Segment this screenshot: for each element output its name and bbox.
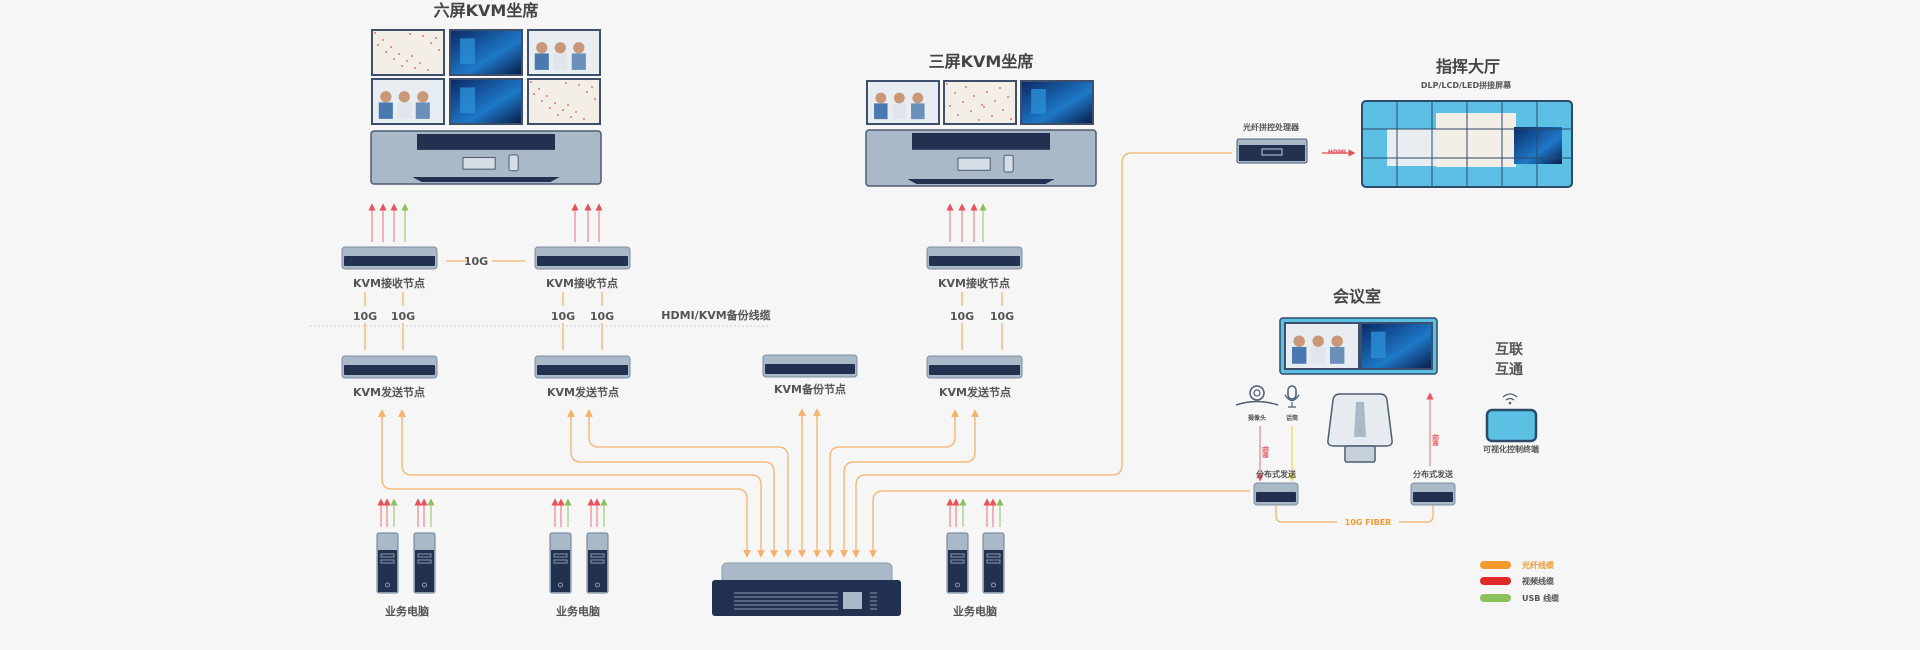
command-hall-subtitle: DLP/LCD/LED拼接屏幕 [1421,80,1512,90]
receive-node-label: KVM接收节点 [546,276,618,290]
kvm-send-node [341,355,438,379]
conference-title: 会议室 [1333,287,1381,306]
screen-windows [1360,322,1433,370]
kvm-receive-node [534,246,631,270]
kvm-send-node [534,355,631,379]
kvm-send-node [926,355,1023,379]
three-screen-title: 三屏KVM坐席 [929,52,1034,71]
wifi-icon [1502,393,1518,405]
sender-left-label: 分布式发送 [1256,469,1297,479]
business-pc [376,532,399,594]
business-pc [413,532,436,594]
fiber-cable [401,418,765,558]
legend: 光纤线缆 视频线缆 USB 线缆 [1480,560,1559,603]
fiber-cables [364,152,1434,558]
screen-map [527,78,601,125]
legend-swatch-fiber [1480,561,1511,569]
screen-photo [527,29,601,76]
fiber-cable [826,418,956,558]
screen-windows [449,29,523,76]
kvm-workstation [865,129,1097,187]
sender-right-label: 分布式发送 [1413,469,1454,479]
screen-photo [371,78,445,125]
kvm-workstation [370,130,602,185]
screen-windows [449,78,523,125]
central-fiber-switch [712,562,901,616]
video-label: 视频 [1261,446,1269,458]
backup-node-label: KVM备份节点 [774,382,846,396]
mic-label: 话筒 [1286,414,1298,422]
kvm-backup-node [762,354,858,378]
fiber-cable [852,152,1232,558]
link-10g-label: 10G [353,310,377,323]
pc-group-label: 业务电脑 [953,604,997,618]
legend-label-usb: USB 线缆 [1522,593,1559,603]
screen-windows [1020,80,1094,125]
legend-swatch-video [1480,577,1511,585]
legend-label-fiber: 光纤线缆 [1521,560,1554,570]
link-10g-label: 10G [990,310,1014,323]
camera-icon [1235,385,1279,406]
receive-node-label: KVM接收节点 [353,276,425,290]
fiber-cable [869,490,1250,558]
send-node-label: KVM发送节点 [547,385,619,399]
receive-node-label: KVM接收节点 [938,276,1010,290]
terminal-label: 可视化控制终端 [1483,444,1539,454]
business-pc [586,532,609,594]
interconnect-line1: 互联 [1495,342,1524,358]
kvm-receive-node [341,246,438,270]
screen-map [943,80,1017,125]
link-10g-label: 10G [391,310,415,323]
link-10g-label: 10G [551,310,575,323]
pc-group-label: 业务电脑 [385,604,429,618]
pc-group-label: 业务电脑 [556,604,600,618]
video-wall [1361,100,1573,188]
control-terminal-tablet [1485,408,1538,443]
business-pc [946,532,969,594]
command-hall-title: 指挥大厅 [1436,57,1500,76]
link-10g-label: 10G [464,255,488,268]
microphone-icon [1284,385,1300,408]
business-pc [549,532,572,594]
distributed-sender [1410,482,1456,506]
link-10g-label: 10G [590,310,614,323]
business-pc [982,532,1005,594]
send-node-label: KVM发送节点 [353,385,425,399]
link-10g-label: 10G [950,310,974,323]
six-screen-title: 六屏KVM坐席 [434,1,539,20]
hdmi-label: HDMI [1328,149,1346,156]
legend-swatch-usb [1480,594,1511,602]
fiber-cable [570,418,778,558]
fiber-cable [840,418,976,558]
distributed-sender [1253,482,1299,506]
processor-label: 光纤拼控处理器 [1242,122,1300,132]
fiber-cable [588,418,792,558]
array-microphone-icon [1327,393,1393,463]
video-label: 视频 [1431,434,1439,446]
backup-cable-label: HDMI/KVM备份线缆 [661,308,770,322]
send-node-label: KVM发送节点 [939,385,1011,399]
camera-label: 摄像头 [1248,414,1266,422]
screen-map [371,29,445,76]
kvm-receive-node [926,246,1023,270]
screen-photo [866,80,940,125]
fiber-splicing-processor [1236,138,1308,164]
legend-label-video: 视频线缆 [1522,576,1554,586]
interconnect-line2: 互通 [1495,362,1523,378]
fiber-label: 10G FIBER [1345,518,1392,527]
fiber-cable [381,418,751,558]
screen-photo [1284,322,1360,370]
